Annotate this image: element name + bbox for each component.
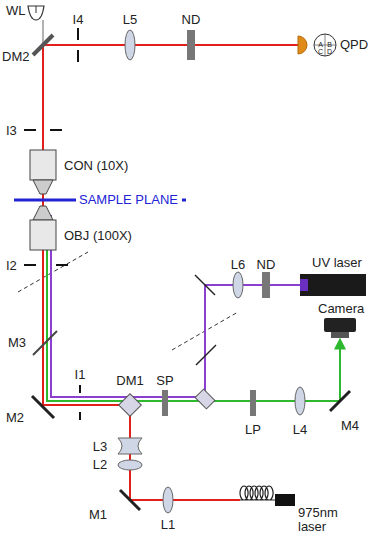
qpd-detector	[298, 36, 307, 54]
dichroic-mirror	[119, 394, 142, 417]
lens	[233, 272, 243, 298]
quadrant-letter: B	[327, 41, 332, 49]
fiber-coil	[240, 486, 275, 500]
component-label: I4	[73, 13, 84, 27]
mirror	[33, 331, 57, 355]
lens	[125, 30, 135, 60]
component-label: SAMPLE PLANE	[79, 193, 178, 207]
component-label: M3	[8, 336, 26, 350]
component-label: Camera	[318, 302, 364, 316]
component-label: DM1	[116, 374, 143, 388]
component-label: ND	[257, 258, 276, 272]
lens	[295, 387, 305, 415]
iris	[24, 264, 36, 266]
component-label: 975nm laser	[298, 506, 342, 535]
condenser	[30, 150, 56, 180]
laser-diode	[275, 494, 295, 506]
mirror	[120, 490, 140, 510]
red-beam	[130, 499, 240, 501]
component-label: SP	[156, 374, 173, 388]
quadrant-letter: C	[318, 48, 323, 56]
green-beam	[47, 215, 340, 401]
component-label: WL	[6, 4, 26, 18]
component-label: QPD	[340, 38, 368, 52]
component-label: LP	[245, 423, 261, 437]
component-label: I2	[6, 259, 17, 273]
red-beam	[43, 44, 298, 46]
component-label: L1	[161, 518, 175, 532]
mirror	[330, 391, 350, 411]
camera	[324, 318, 356, 332]
lens	[118, 460, 142, 470]
mirror	[32, 396, 54, 418]
component-label: CON (10X)	[64, 159, 128, 173]
short-pass-filter	[162, 390, 168, 416]
lens	[163, 487, 173, 513]
component-label: DM2	[2, 50, 29, 64]
component-label: I1	[75, 368, 86, 382]
component-label: M4	[341, 419, 359, 433]
red-beam	[43, 404, 130, 406]
long-pass-filter	[250, 390, 256, 416]
white-light-path	[42, 20, 44, 45]
iris	[24, 129, 36, 131]
objective	[33, 206, 53, 220]
qpd-quadrants	[314, 34, 336, 56]
mirror	[195, 275, 215, 295]
uv-beam	[51, 215, 305, 397]
quadrant-letter: A	[318, 41, 323, 49]
component-label: L6	[231, 258, 245, 272]
eye-symbol	[28, 6, 44, 20]
component-label: ND	[182, 13, 201, 27]
component-label: L5	[123, 13, 137, 27]
nd-filter	[262, 272, 270, 298]
iris	[77, 28, 79, 40]
component-label: I3	[6, 124, 17, 138]
dichroic-mirror	[33, 35, 53, 55]
dichroic-mirror	[195, 389, 215, 409]
quadrant-letter: D	[327, 48, 332, 56]
component-label: L2	[93, 458, 107, 472]
component-label: M1	[89, 508, 107, 522]
component-label: OBJ (100X)	[64, 229, 132, 243]
lens	[118, 438, 142, 454]
section-divider	[18, 252, 88, 292]
mirror	[196, 345, 216, 365]
component-label: L3	[93, 440, 107, 454]
iris	[79, 385, 81, 393]
component-label: M2	[6, 411, 24, 425]
sample-plane	[14, 199, 76, 202]
nd-filter	[187, 30, 195, 60]
component-label: L4	[293, 423, 307, 437]
component-label: UV laser	[312, 256, 362, 270]
uv-laser	[300, 274, 366, 296]
